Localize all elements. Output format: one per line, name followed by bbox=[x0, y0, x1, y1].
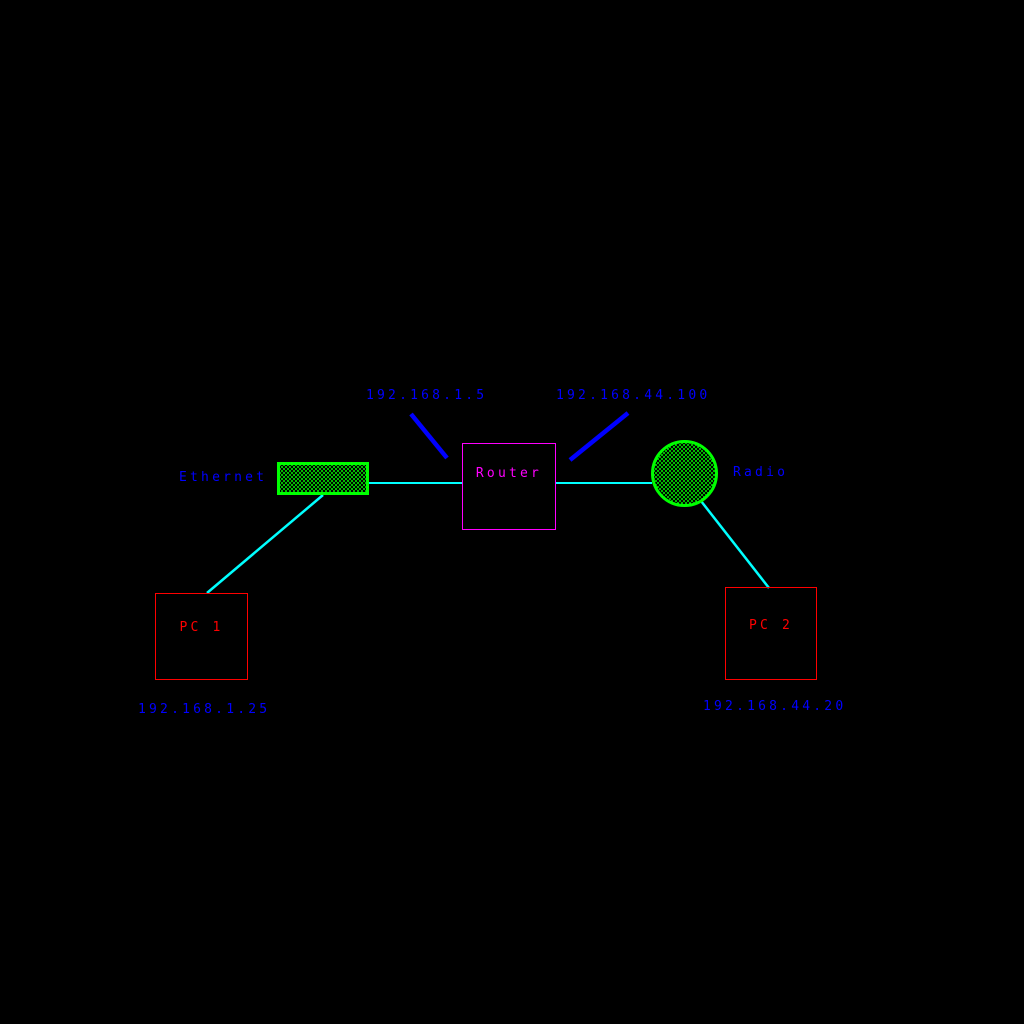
leader-line-router-eth-ip bbox=[409, 412, 449, 460]
link-pc1-ethernet bbox=[206, 494, 324, 594]
router-node-label: Router bbox=[475, 466, 543, 481]
radio-link-node bbox=[651, 440, 718, 507]
router-radio-ip-label: 192.168.44.100 bbox=[556, 388, 711, 403]
pc2-node: PC 2 bbox=[725, 587, 817, 680]
pc2-ip-label: 192.168.44.20 bbox=[703, 699, 847, 714]
pc1-node-label: PC 1 bbox=[179, 620, 224, 635]
radio-label: Radio bbox=[733, 465, 789, 480]
router-ethernet-ip-label: 192.168.1.5 bbox=[366, 388, 488, 403]
ethernet-segment-node bbox=[277, 462, 369, 495]
link-radio-pc2 bbox=[700, 500, 770, 589]
pc2-node-label: PC 2 bbox=[748, 618, 794, 633]
pc1-ip-label: 192.168.1.25 bbox=[138, 702, 271, 717]
router-node: Router bbox=[462, 443, 556, 530]
ethernet-label: Ethernet bbox=[179, 470, 268, 485]
leader-line-router-radio-ip bbox=[568, 411, 630, 462]
pc1-node: PC 1 bbox=[155, 593, 248, 680]
